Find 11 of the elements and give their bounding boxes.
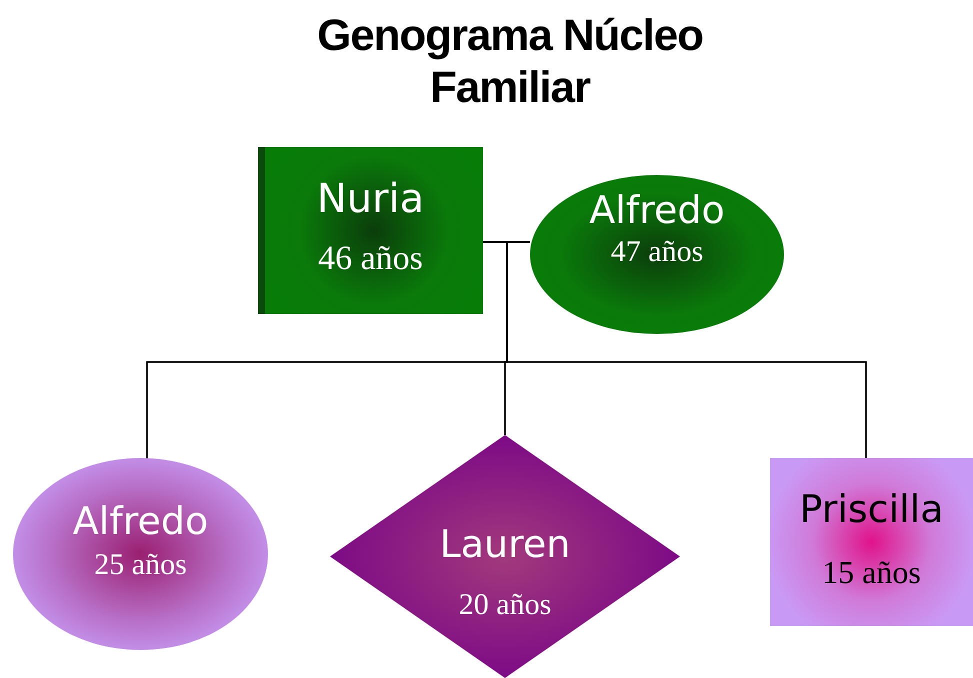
- age-label: 15 años: [821, 556, 922, 588]
- age-label: 46 años: [317, 242, 424, 276]
- age-label: 20 años: [458, 590, 552, 620]
- person-name: Alfredo: [72, 502, 210, 540]
- person-name: Lauren: [438, 525, 572, 563]
- person-name: Priscilla: [798, 490, 945, 528]
- title: Genograma Núcleo Familiar: [316, 10, 704, 114]
- person-name: Nuria: [316, 179, 426, 219]
- person-name: Alfredo: [588, 191, 726, 229]
- age-label: 47 años: [610, 237, 704, 267]
- age-label: 25 años: [93, 550, 188, 580]
